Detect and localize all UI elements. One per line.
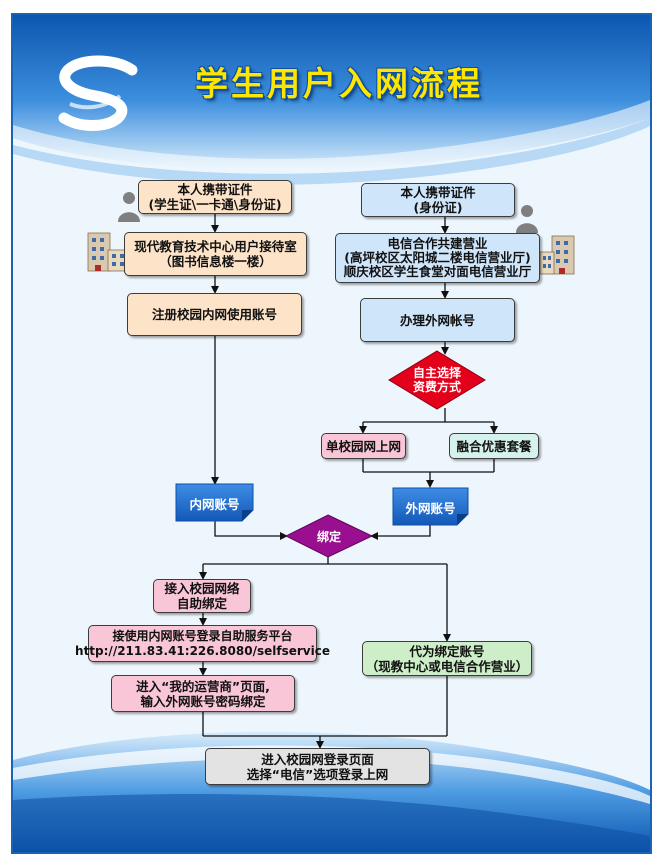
bind-diamond (284, 514, 374, 558)
agent-bind-step: 代为绑定账号 （现教中心或电信合作营业） (362, 641, 532, 676)
option-bundle-package: 融合优惠套餐 (449, 433, 539, 459)
left-step-bring-id: 本人携带证件 (学生证\一卡通\身份证) (138, 180, 292, 214)
page-title: 学生用户入网流程 (195, 64, 483, 103)
bind-label: 绑定 (316, 530, 341, 544)
option-campus-only: 单校园网上网 (321, 433, 406, 459)
decision-label: 自主选择 资费方式 (412, 366, 461, 394)
building-icon (539, 235, 575, 275)
outer-account-label: 外网账号 (405, 501, 456, 516)
self-bind-step-connect: 接入校园网络 自助绑定 (153, 579, 251, 613)
inner-account-label: 内网账号 (189, 497, 240, 512)
self-bind-step-enter-credentials: 进入“我的运营商”页面, 输入外网账号密码绑定 (111, 675, 295, 712)
left-step-reception-room: 现代教育技术中心用户接待室 （图书信息楼一楼） (124, 232, 307, 276)
self-bind-step-login-portal: 接使用内网账号登录自助服务平台 http://211.83.41:226.808… (75, 625, 330, 662)
left-step-register-account: 注册校园内网使用账号 (127, 293, 302, 336)
logo-s-icon (58, 55, 138, 131)
right-step-open-external-account: 办理外网帐号 (360, 298, 515, 342)
building-icon (87, 232, 129, 272)
right-step-telecom-office: 电信合作共建营业 (高坪校区太阳城二楼电信营业厅) 顺庆校区学生食堂对面电信营业… (335, 233, 540, 283)
decision-diamond (388, 350, 486, 410)
final-step-login: 进入校园网登录页面 选择“电信”选项登录上网 (205, 748, 430, 785)
person-icon (516, 205, 538, 233)
right-step-bring-id: 本人携带证件 (身份证) (361, 183, 515, 217)
person-icon (118, 192, 140, 222)
